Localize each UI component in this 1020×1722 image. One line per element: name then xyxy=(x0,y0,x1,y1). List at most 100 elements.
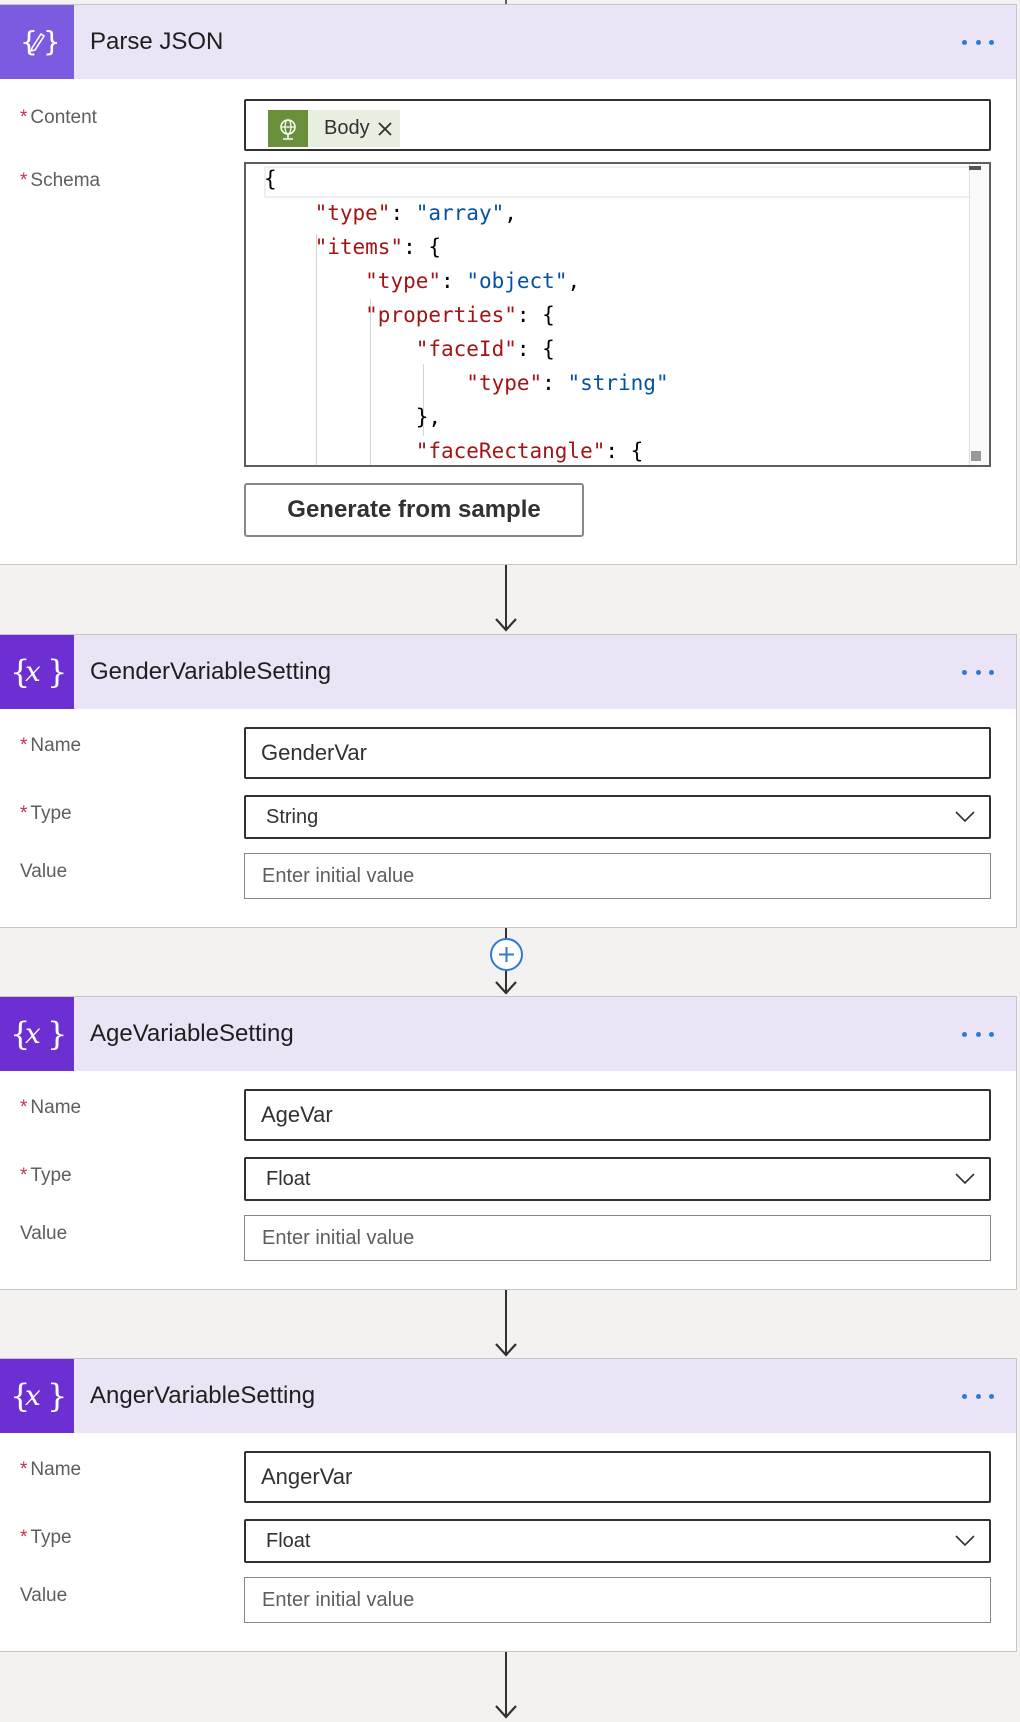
gender-variable-header[interactable]: { x } GenderVariableSetting xyxy=(0,635,1016,709)
svg-text:}: } xyxy=(47,1377,65,1415)
type-value: Float xyxy=(266,1167,311,1190)
chevron-down-icon xyxy=(955,1535,975,1547)
name-input[interactable]: AgeVar xyxy=(244,1089,991,1141)
card-title: AgeVariableSetting xyxy=(90,1020,294,1047)
age-variable-header[interactable]: { x } AgeVariableSetting xyxy=(0,997,1016,1071)
name-label-text: Name xyxy=(30,735,82,756)
parse-json-icon: { } xyxy=(0,5,74,79)
name-input[interactable]: GenderVar xyxy=(244,727,991,779)
more-options-icon[interactable] xyxy=(958,1381,998,1411)
connector-arrow xyxy=(495,1290,517,1357)
type-label-text: Type xyxy=(30,1527,72,1548)
schema-label-text: Schema xyxy=(30,170,101,191)
value-label-text: Value xyxy=(20,1223,68,1244)
schema-scrollbar[interactable] xyxy=(969,164,989,465)
type-label-text: Type xyxy=(30,803,72,824)
gender-variable-card: { x } GenderVariableSetting *Name Gender… xyxy=(0,634,1017,928)
required-marker: * xyxy=(20,735,28,756)
required-marker: * xyxy=(20,1165,28,1186)
card-title: GenderVariableSetting xyxy=(90,658,332,685)
schema-line: "type": "array", xyxy=(314,201,517,225)
chevron-down-icon xyxy=(955,1173,975,1185)
svg-text:x: x xyxy=(25,1017,41,1050)
body-token[interactable]: Body xyxy=(268,110,400,147)
anger-variable-card: { x } AngerVariableSetting *Name AngerVa… xyxy=(0,1358,1017,1652)
variable-icon: { x } xyxy=(0,997,74,1071)
name-value: AngerVar xyxy=(261,1464,353,1489)
name-label: *Name xyxy=(20,1097,81,1119)
type-label: *Type xyxy=(20,803,72,825)
svg-text:{: { xyxy=(20,25,38,58)
name-label-text: Name xyxy=(30,1097,82,1118)
type-value: String xyxy=(266,805,319,828)
value-label-text: Value xyxy=(20,861,68,882)
svg-text:x: x xyxy=(25,655,41,688)
svg-text:{: { xyxy=(10,653,30,691)
schema-line: "type": "string" xyxy=(466,371,669,395)
schema-line: "type": "object", xyxy=(365,269,581,293)
schema-line: "faceRectangle": { xyxy=(415,439,644,463)
token-label: Body xyxy=(324,117,370,139)
indent-guide xyxy=(370,299,371,465)
card-title: Parse JSON xyxy=(90,28,224,55)
value-input[interactable]: Enter initial value xyxy=(244,1577,991,1623)
name-value: AgeVar xyxy=(261,1102,333,1127)
more-options-icon[interactable] xyxy=(958,657,998,687)
schema-line: { xyxy=(264,167,277,191)
content-label-text: Content xyxy=(30,107,97,128)
value-label: Value xyxy=(20,1585,67,1607)
schema-line: }, xyxy=(264,405,442,429)
required-marker: * xyxy=(20,1097,28,1118)
more-options-icon[interactable] xyxy=(958,27,998,57)
resize-handle[interactable] xyxy=(971,451,981,461)
schema-line: "items": { xyxy=(314,235,442,259)
plus-icon xyxy=(499,947,514,962)
add-step-button[interactable] xyxy=(490,938,523,971)
svg-text:{: { xyxy=(10,1015,30,1053)
generate-from-sample-button[interactable]: Generate from sample xyxy=(244,483,584,537)
value-label: Value xyxy=(20,861,67,883)
schema-editor[interactable]: { "type": "array", "items": { "type": "o… xyxy=(244,162,991,467)
schema-line: "properties": { xyxy=(365,303,555,327)
required-marker: * xyxy=(20,1459,28,1480)
indent-guide xyxy=(423,364,424,436)
schema-label: *Schema xyxy=(20,170,100,192)
age-variable-card: { x } AgeVariableSetting *Name AgeVar *T… xyxy=(0,996,1017,1290)
type-value: Float xyxy=(266,1529,311,1552)
required-marker: * xyxy=(20,107,28,128)
value-placeholder: Enter initial value xyxy=(262,1226,415,1249)
connector-arrow xyxy=(495,565,517,632)
type-dropdown[interactable]: Float xyxy=(244,1519,991,1563)
type-dropdown[interactable]: String xyxy=(244,795,991,839)
schema-line: "faceId": { xyxy=(415,337,555,361)
svg-text:{: { xyxy=(10,1377,30,1415)
value-input[interactable]: Enter initial value xyxy=(244,853,991,899)
name-input[interactable]: AngerVar xyxy=(244,1451,991,1503)
anger-variable-header[interactable]: { x } AngerVariableSetting xyxy=(0,1359,1016,1433)
svg-text:}: } xyxy=(47,1015,65,1053)
parse-json-header[interactable]: { } Parse JSON xyxy=(0,5,1016,79)
name-label: *Name xyxy=(20,735,81,757)
type-dropdown[interactable]: Float xyxy=(244,1157,991,1201)
indent-guide xyxy=(316,234,317,465)
scroll-thumb[interactable] xyxy=(969,166,981,170)
name-label-text: Name xyxy=(30,1459,82,1480)
current-line-highlight xyxy=(264,166,985,198)
name-value: GenderVar xyxy=(261,740,367,765)
remove-token-icon[interactable] xyxy=(377,121,392,136)
value-placeholder: Enter initial value xyxy=(262,1588,415,1611)
more-options-icon[interactable] xyxy=(958,1019,998,1049)
chevron-down-icon xyxy=(955,811,975,823)
content-input[interactable]: Body xyxy=(244,99,991,151)
value-input[interactable]: Enter initial value xyxy=(244,1215,991,1261)
required-marker: * xyxy=(20,803,28,824)
parse-json-card: { } Parse JSON *Content Bo xyxy=(0,4,1017,565)
value-label-text: Value xyxy=(20,1585,68,1606)
type-label: *Type xyxy=(20,1165,72,1187)
svg-text:}: } xyxy=(47,653,65,691)
content-label: *Content xyxy=(20,107,97,129)
variable-icon: { x } xyxy=(0,1359,74,1433)
variable-icon: { x } xyxy=(0,635,74,709)
card-title: AngerVariableSetting xyxy=(90,1382,316,1409)
type-label: *Type xyxy=(20,1527,72,1549)
